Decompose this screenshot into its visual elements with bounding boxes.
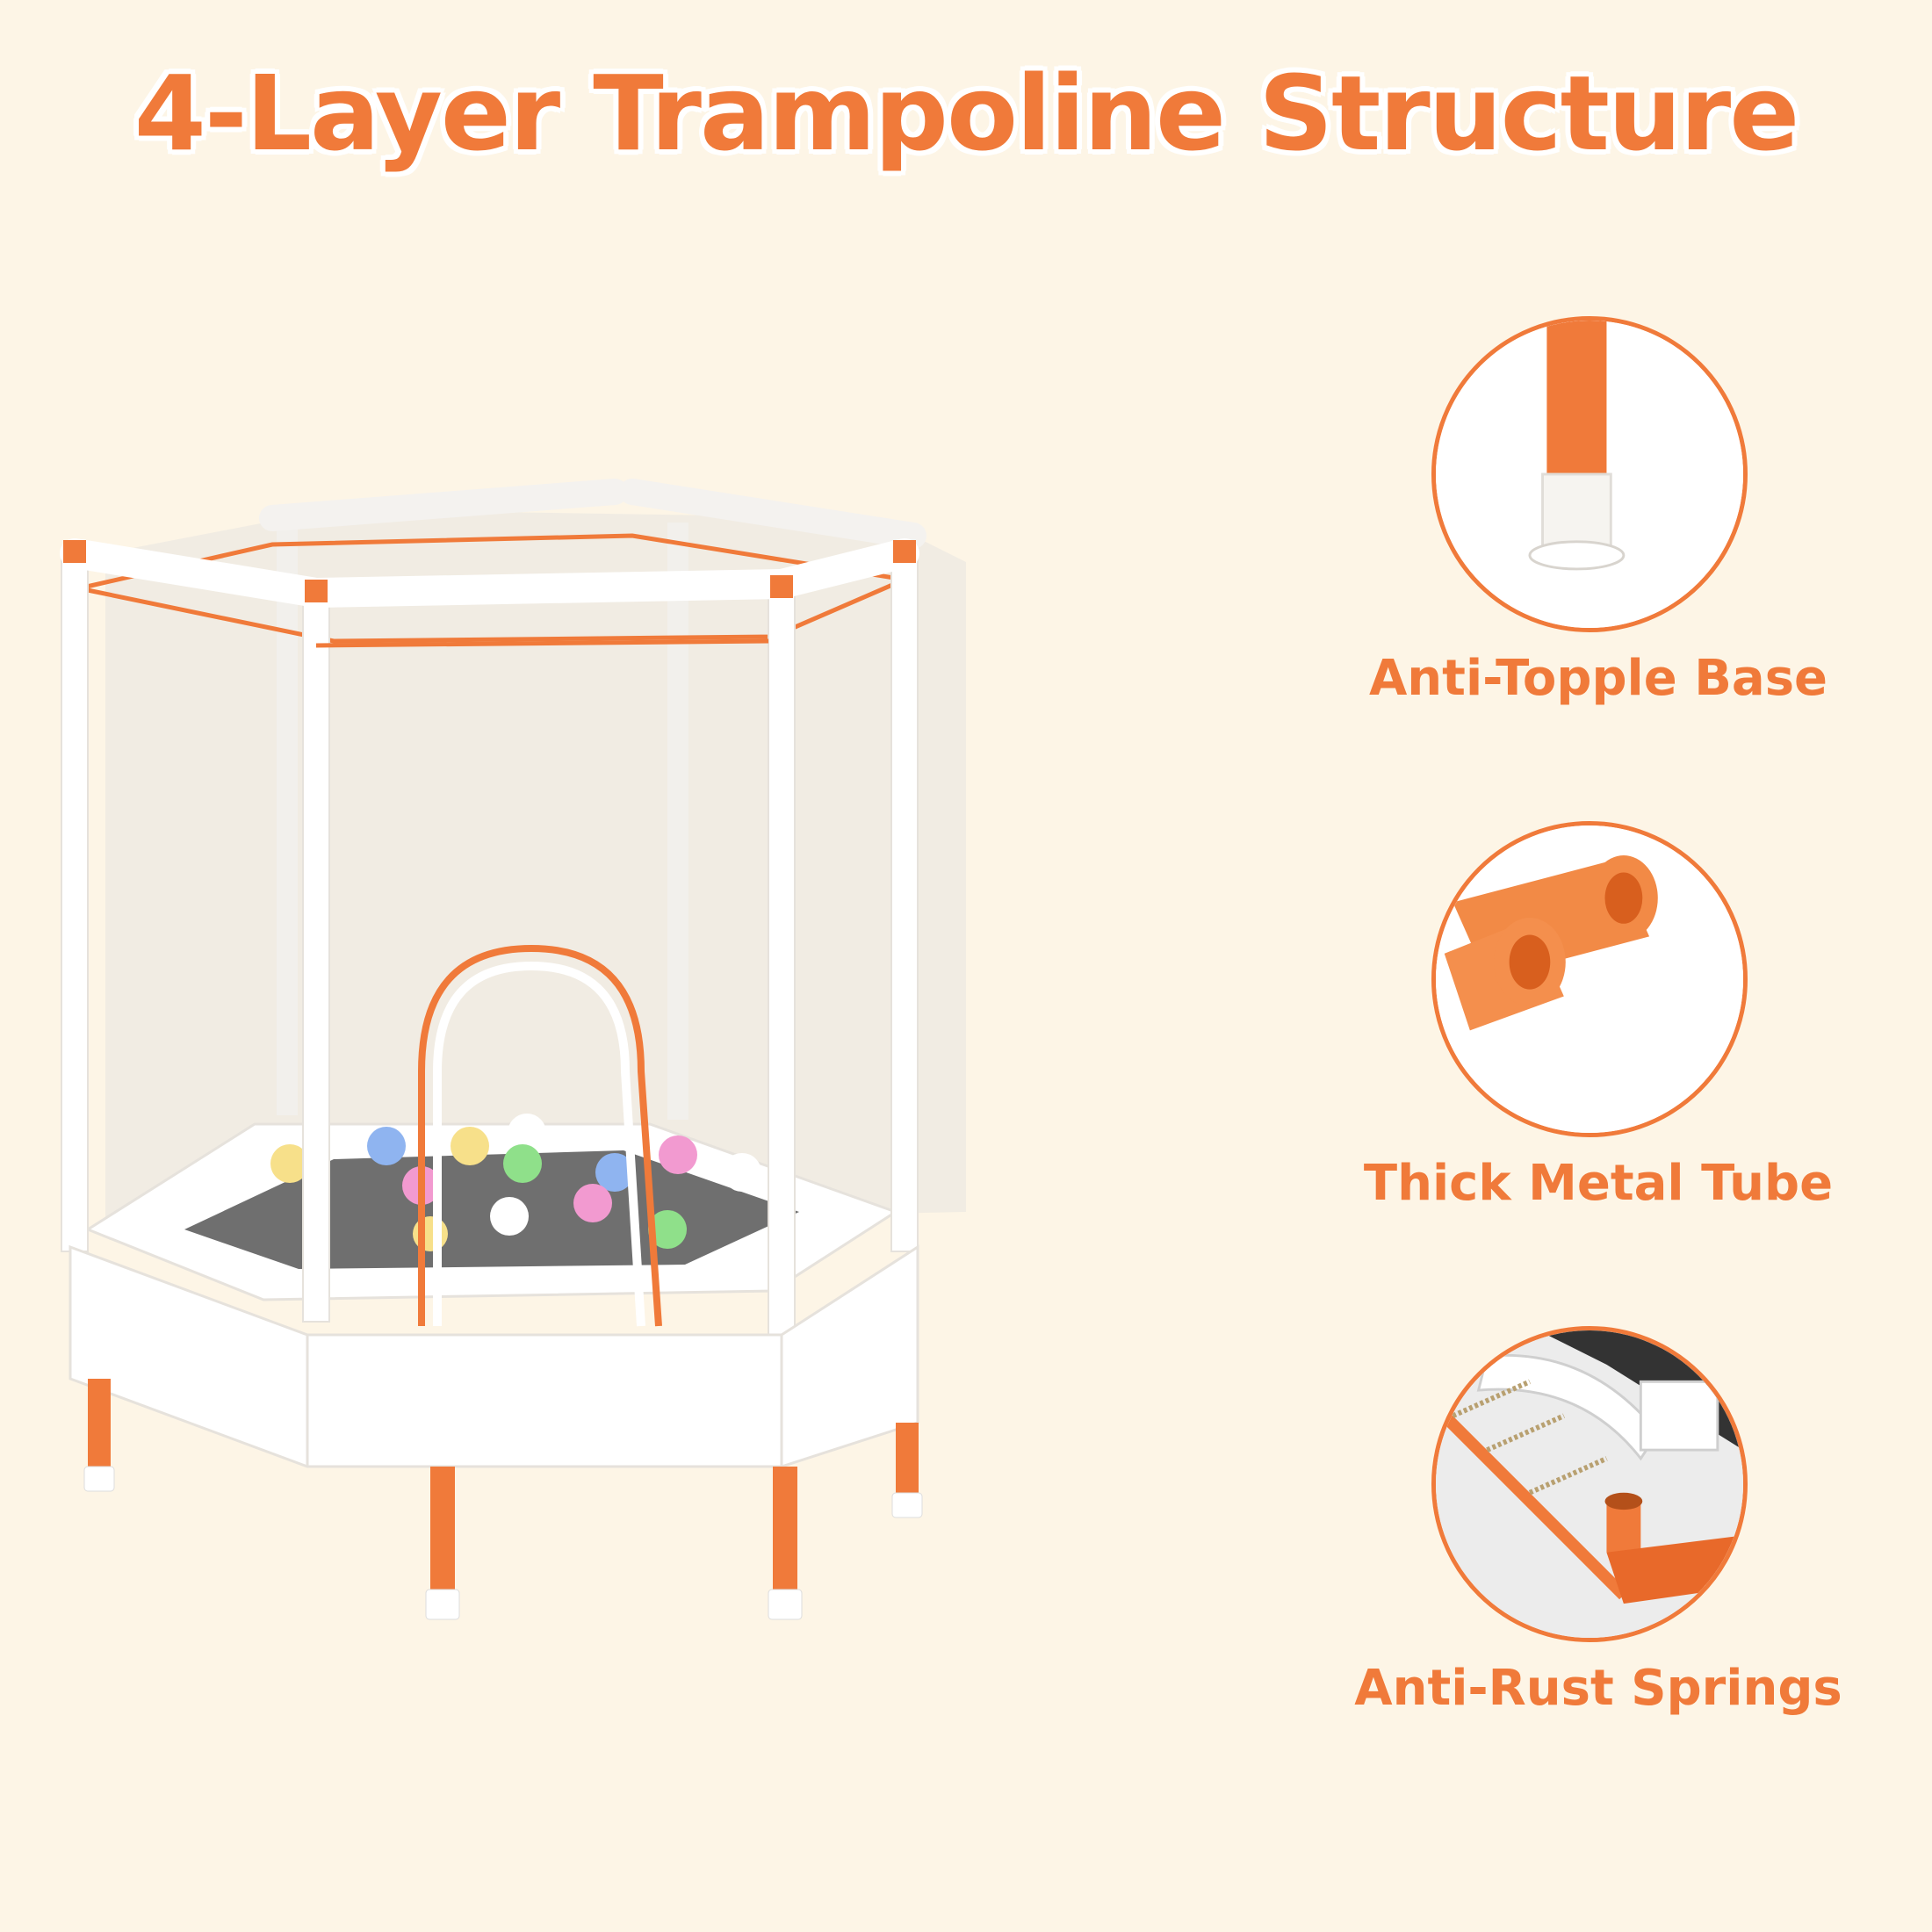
feature-label: Anti-Topple Base [1368, 650, 1828, 707]
feature-label: Thick Metal Tube [1363, 1155, 1834, 1212]
page-title: 4-Layer Trampoline Structure [133, 53, 1800, 174]
anti-topple-base-icon [1431, 316, 1748, 632]
feature-label: Anti-Rust Springs [1354, 1660, 1842, 1717]
springs-icon [1431, 1326, 1748, 1642]
legs [83, 1379, 923, 1620]
feature-anti-topple: Anti-Topple Base [1344, 316, 1853, 773]
trampoline-illustration [60, 479, 966, 1620]
feature-metal-tube: Thick Metal Tube [1344, 821, 1853, 1278]
metal-tube-icon [1431, 821, 1748, 1137]
feature-springs: Anti-Rust Springs [1344, 1326, 1853, 1783]
